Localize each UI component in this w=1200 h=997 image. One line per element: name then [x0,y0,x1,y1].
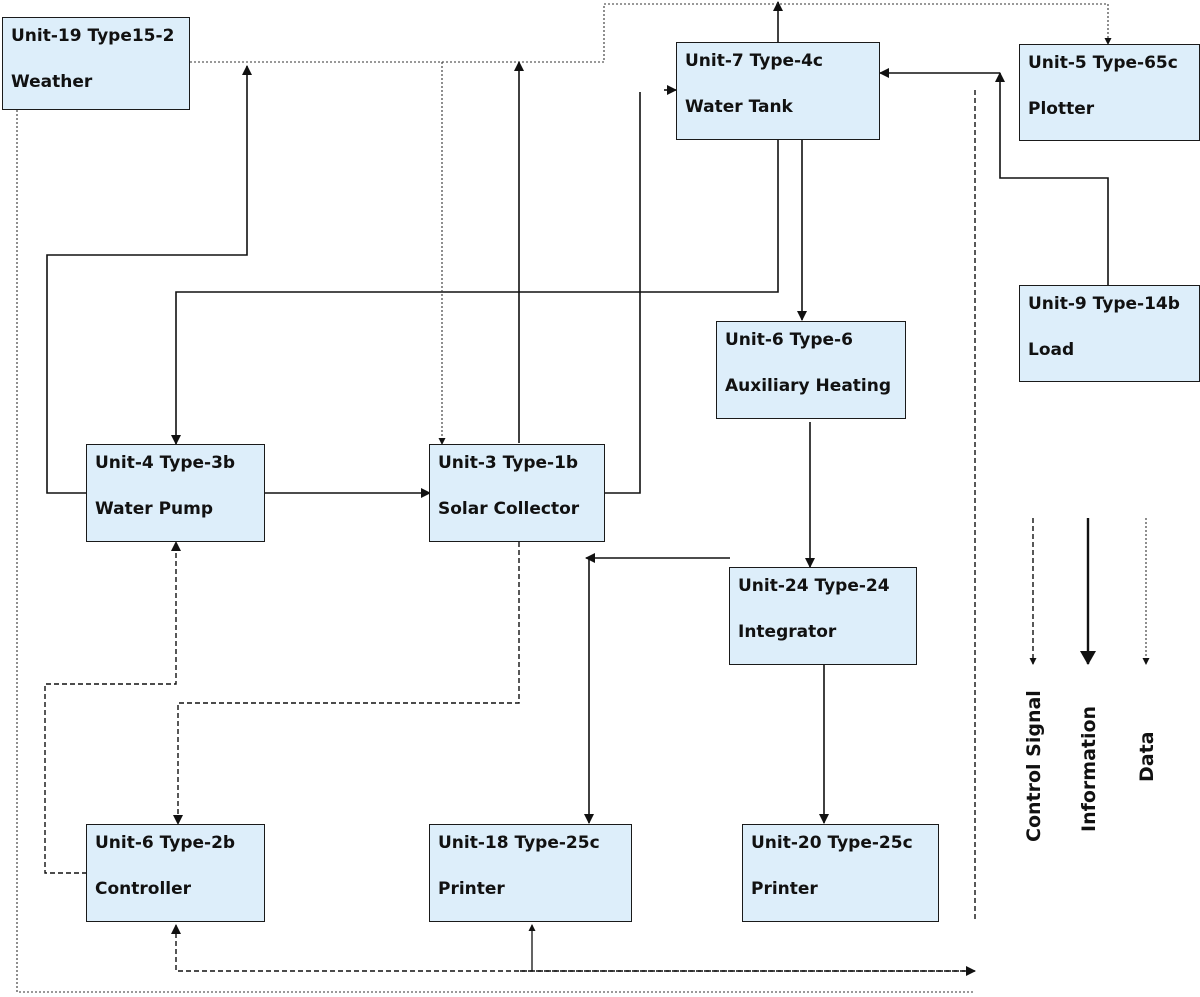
node-printer-20: Unit-20 Type-25c Printer [742,824,939,922]
node-printer18-name: Printer [438,879,505,899]
node-printer-18: Unit-18 Type-25c Printer [429,824,632,922]
node-aux-name: Auxiliary Heating [725,376,892,396]
node-weather-title: Unit-19 Type15-2 [11,26,175,46]
data-weather-bottom [16,110,975,993]
node-integrator-title: Unit-24 Type-24 [738,576,890,596]
node-water-pump: Unit-4 Type-3b Water Pump [86,444,265,542]
node-plotter-name: Plotter [1028,99,1095,119]
node-load-name: Load [1028,340,1075,360]
node-weather: Unit-19 Type15-2 Weather [2,17,190,110]
link-tank-pump [171,140,779,445]
node-integrator: Unit-24 Type-24 Integrator [729,567,917,665]
node-solar-name: Solar Collector [438,499,580,519]
node-printer20-name: Printer [751,879,818,899]
node-printer20-title: Unit-20 Type-25c [751,833,913,853]
node-plotter-title: Unit-5 Type-65c [1028,53,1178,73]
ctrl-bottom-left [171,924,975,972]
node-printer18-title: Unit-18 Type-25c [438,833,600,853]
data-weather-top [190,3,1112,63]
node-controller-name: Controller [95,879,192,899]
node-auxiliary-heating: Unit-6 Type-6 Auxiliary Heating [716,321,906,419]
node-load: Unit-9 Type-14b Load [1019,285,1200,382]
link-pump-weather [46,65,252,494]
legend-control-signal: Control Signal [1023,690,1045,842]
node-pump-name: Water Pump [95,499,214,519]
legend-information: Information [1078,705,1100,832]
node-plotter: Unit-5 Type-65c Plotter [1019,44,1200,141]
node-controller-title: Unit-6 Type-2b [95,833,236,853]
ctrl-controller-pump [44,541,181,874]
link-load-tank [995,72,1109,285]
node-integrator-name: Integrator [738,622,837,642]
node-aux-title: Unit-6 Type-6 [725,330,853,350]
legend-data: Data [1136,731,1158,783]
node-weather-name: Weather [11,72,93,92]
node-water-tank-title: Unit-7 Type-4c [685,51,823,71]
node-solar-collector: Unit-3 Type-1b Solar Collector [429,444,605,542]
node-pump-title: Unit-4 Type-3b [95,453,236,473]
node-water-tank: Unit-7 Type-4c Water Tank [676,42,880,140]
node-water-tank-name: Water Tank [685,97,793,117]
node-controller: Unit-6 Type-2b Controller [86,824,265,922]
node-solar-title: Unit-3 Type-1b [438,453,579,473]
ctrl-solar-controller [173,542,520,825]
link-solar-tank [604,92,641,494]
node-load-title: Unit-9 Type-14b [1028,294,1180,314]
